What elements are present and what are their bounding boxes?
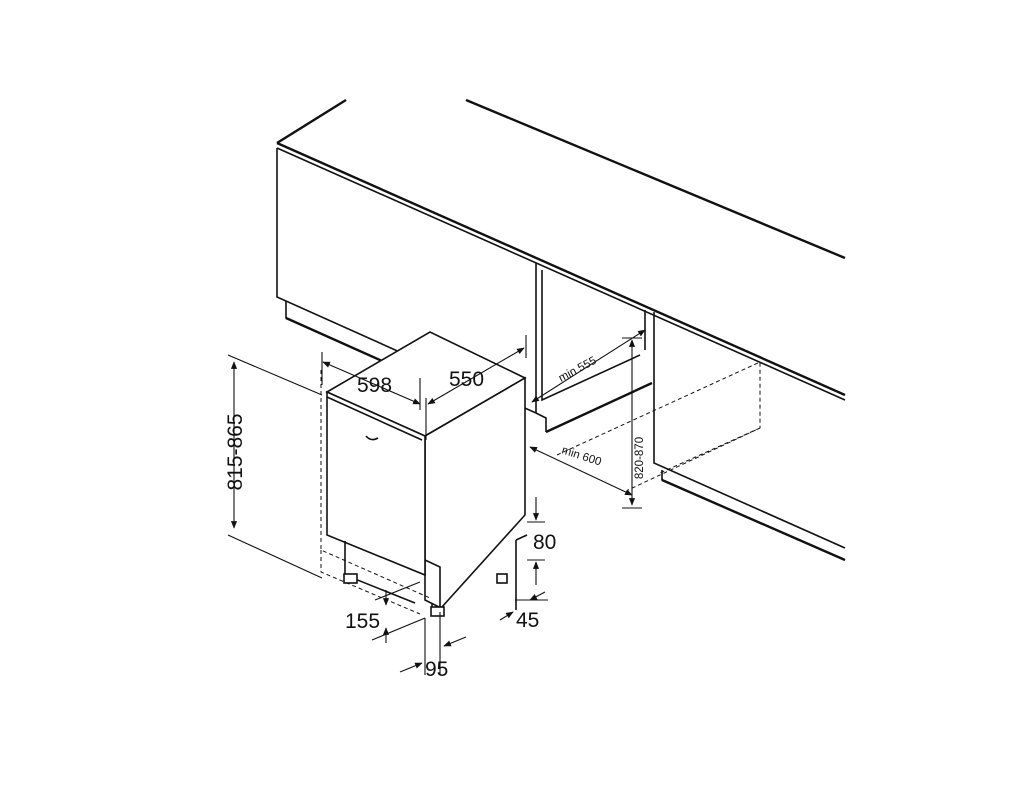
front-right-foot xyxy=(430,606,445,617)
foot-dimension: 45 xyxy=(499,591,548,632)
door-gap-label: 155 xyxy=(345,610,380,633)
toe-kick-dimension: 95 xyxy=(399,612,467,681)
toe-kick-label: 95 xyxy=(425,658,448,681)
foot-label: 45 xyxy=(516,609,539,632)
niche-depth-label: min 555 xyxy=(557,355,599,385)
plinth-label: 80 xyxy=(533,531,556,554)
plinth-dimension: 80 xyxy=(527,497,556,585)
door-gap-dimension: 155 xyxy=(345,581,426,643)
niche-height-label: 820-870 xyxy=(634,437,646,479)
right-cabinet xyxy=(653,312,846,562)
width-dimension: 598 xyxy=(321,352,427,440)
front-left-foot xyxy=(343,573,358,584)
depth-dimension: 550 xyxy=(419,335,527,410)
height-dimension: 815-865 xyxy=(224,354,323,579)
dishwasher-front xyxy=(326,390,426,577)
niche-width-dimension: min 600 xyxy=(529,444,633,496)
rear-foot xyxy=(496,573,508,584)
niche-depth-dimension: min 555 xyxy=(531,329,646,403)
worktop xyxy=(276,98,846,401)
niche-width-label: min 600 xyxy=(560,444,603,468)
niche-floor-outline xyxy=(556,361,761,491)
depth-label: 550 xyxy=(449,368,484,391)
width-label: 598 xyxy=(357,374,392,397)
height-label: 815-865 xyxy=(224,413,247,490)
niche-height-dimension: 820-870 xyxy=(622,337,646,509)
door-handle-icon xyxy=(365,435,379,441)
niche-back-wall xyxy=(535,270,653,434)
